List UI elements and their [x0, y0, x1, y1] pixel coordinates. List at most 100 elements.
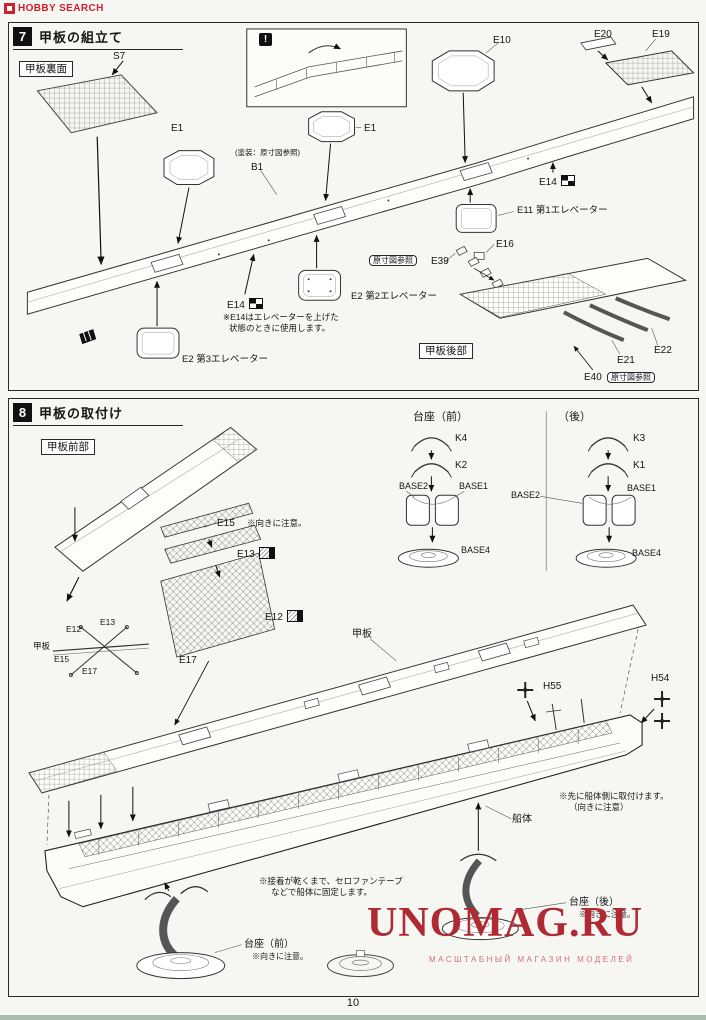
step7-title: 甲板の組立て: [39, 30, 124, 45]
mini-label-e12: E12: [66, 624, 82, 634]
part-label-base1-front: BASE1: [459, 481, 489, 491]
e2-no2-elevator-part: [298, 234, 342, 301]
tape-note-line1: ※接着が乾くまで、セロファンテープ: [259, 876, 403, 886]
paint-note: (塗装：原寸図参照): [235, 148, 300, 157]
hobby-search-logo: HOBBY SEARCH: [4, 3, 104, 14]
unomag-watermark: UNOMAG.RU: [367, 900, 644, 946]
e2-no3-elevator-part: [136, 280, 180, 359]
mini-label-e13: E13: [100, 617, 116, 627]
part-label-e15: E15: [217, 518, 235, 529]
e12-text: E12: [265, 612, 283, 623]
h54-propeller-icons: [654, 691, 671, 729]
part-label-e2-no2: E2 第2エレベーター: [351, 291, 438, 302]
part-label-e21: E21: [617, 355, 635, 366]
fullsize-ref-chip-e40: 原寸図参照: [607, 372, 655, 384]
part-label-k2: K2: [455, 460, 468, 471]
part-label-base4-rear: BASE4: [632, 548, 662, 558]
part-label-e19: E19: [652, 29, 670, 40]
e14-note-line2: 状態のときに使用します。: [229, 323, 331, 333]
part-label-k4: K4: [455, 433, 468, 444]
part-label-e22: E22: [654, 345, 672, 356]
fullsize-ref-chip: 原寸図参照: [369, 255, 417, 267]
part-label-h55: H55: [543, 681, 562, 692]
mini-label-deck: 甲板: [33, 641, 51, 651]
e13-text: E13: [237, 549, 255, 560]
part-label-e40: E40: [584, 372, 602, 383]
e14-note-line1: ※E14はエレベーターを上げた: [223, 312, 339, 322]
part-label-e20: E20: [594, 29, 612, 40]
color-swatch-icon: [248, 298, 263, 309]
mini-label-e17: E17: [82, 666, 98, 676]
part-label-h54: H54: [651, 673, 670, 684]
step8-header: 8 甲板の取付け: [13, 403, 184, 426]
deck-underside-label: 甲板裏面: [19, 61, 73, 78]
step7-number: 7: [13, 27, 32, 46]
part-label-e2-no3: E2 第3エレベーター: [182, 354, 269, 365]
step8-section: 8 甲板の取付け 台座（前） （後） K4 K2 BASE2 BASE1 BAS…: [8, 398, 699, 997]
finish-icon: [286, 610, 303, 622]
part-label-e11: E11 第1エレベーター: [517, 205, 608, 216]
s7-grid-part: [36, 60, 158, 265]
color-swatch-icon: [560, 175, 575, 186]
part-label-e14-left: E14: [227, 298, 263, 312]
step7-header: 7 甲板の組立て: [13, 27, 184, 50]
hull-drawing: [44, 698, 643, 908]
scan-edge: [0, 1015, 706, 1020]
step8-title: 甲板の取付け: [39, 406, 124, 421]
part-label-e17: E17: [179, 655, 197, 666]
hull-attach-note-line1: ※先に船体側に取付けます。: [559, 791, 669, 801]
deck-label: 甲板: [352, 629, 372, 640]
step8-number: 8: [13, 403, 32, 422]
part-label-base1-rear: BASE1: [627, 483, 657, 493]
page-number: 10: [346, 997, 360, 1009]
part-label-e1-left: E1: [171, 123, 184, 134]
pedestal-front-drawing: [136, 882, 242, 980]
part-label-e10: E10: [493, 35, 511, 46]
part-label-k1: K1: [633, 460, 646, 471]
spare-base-drawing: [327, 950, 394, 978]
e14-right-text: E14: [539, 177, 557, 188]
part-label-e12: E12: [265, 610, 303, 624]
part-label-b1: B1: [251, 162, 264, 173]
e14-left-text: E14: [227, 300, 245, 311]
flight-deck-drawing: [28, 604, 647, 845]
warning-icon: !: [259, 33, 272, 46]
pedestal-rear-header: （後）: [558, 411, 591, 423]
tape-note-line2: などで船体に固定します。: [271, 887, 372, 897]
part-label-base2-rear: BASE2: [511, 490, 541, 500]
e10-part: [431, 42, 499, 164]
pedestal-rear-assembly-drawing: [540, 437, 637, 568]
mini-label-e15: E15: [54, 654, 70, 664]
part-label-e13: E13: [237, 547, 275, 561]
e15-orientation-note: ※向きに注意。: [247, 518, 307, 528]
e1-mid-part: [308, 111, 362, 202]
e20-e19-parts: [580, 36, 695, 104]
pedestal-front-note: ※向きに注意。: [252, 952, 308, 961]
part-label-base4-front: BASE4: [461, 545, 491, 555]
e11-elevator-part: [455, 188, 515, 233]
cut-mark-icon: [79, 329, 97, 345]
pedestal-front-label: 台座（前）: [244, 939, 294, 950]
deck-front-label: 甲板前部: [41, 439, 95, 456]
part-label-e1-mid: E1: [364, 123, 377, 134]
part-label-e14-right: E14: [539, 175, 575, 189]
pedestal-front-header: 台座（前）: [413, 411, 468, 423]
step7-diagram: [26, 28, 695, 371]
finish-icon: [258, 547, 275, 559]
part-label-k3: K3: [633, 433, 646, 444]
part-label-base2-front: BASE2: [399, 481, 429, 491]
e1-left-part: [163, 150, 215, 244]
part-label-e16: E16: [496, 239, 514, 250]
pedestal-rear-drawing: [441, 802, 567, 941]
girder-parts-drawing: [160, 502, 276, 726]
step8-diagram: [28, 411, 671, 980]
part-label-s7: S7: [113, 51, 126, 62]
deck-underside-drawing: [26, 96, 695, 315]
part-label-e39: E39: [431, 256, 449, 267]
pedestal-rear-note: ※向きに注意。: [579, 910, 635, 919]
girder-mini-diagram: [52, 625, 149, 678]
pedestal-rear-label: 台座（後）: [569, 897, 619, 908]
deck-rear-label: 甲板後部: [419, 343, 473, 360]
hobby-search-text: HOBBY SEARCH: [18, 3, 104, 14]
